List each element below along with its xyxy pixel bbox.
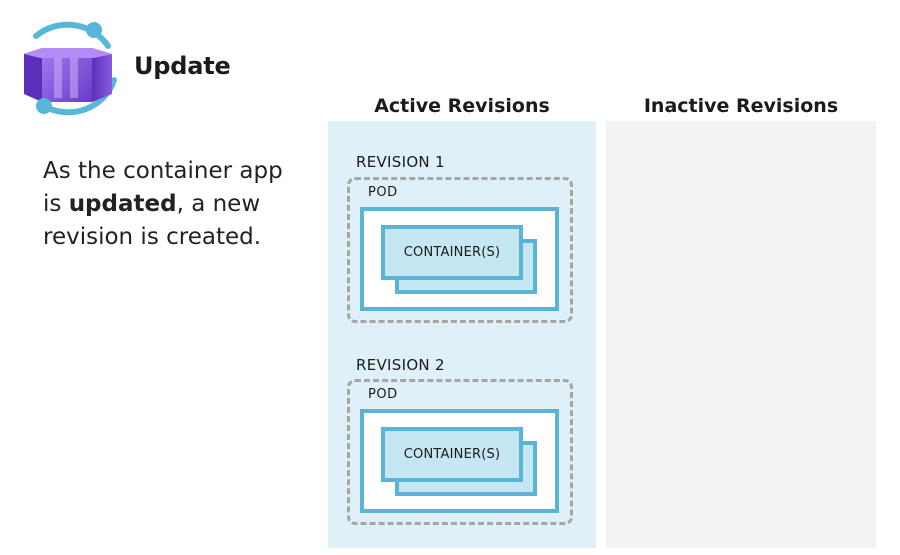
pod-inner-box: CONTAINER(S) [360, 207, 559, 311]
revision-2-pod: POD CONTAINER(S) [347, 379, 573, 525]
container-box: CONTAINER(S) [381, 427, 523, 482]
pod-inner-box: CONTAINER(S) [360, 409, 559, 513]
container-box: CONTAINER(S) [381, 225, 523, 280]
inactive-revisions-panel [606, 121, 876, 548]
page-title: Update [134, 52, 231, 80]
description-suffix: , a new revision is created. [43, 191, 262, 250]
revision-1-label: REVISION 1 [356, 153, 445, 171]
container-apps-logo-icon [24, 21, 117, 116]
inactive-revisions-header: Inactive Revisions [643, 95, 839, 117]
active-revisions-panel: REVISION 1 POD CONTAINER(S) REVISION 2 P… [328, 121, 596, 548]
revision-1-pod: POD CONTAINER(S) [347, 177, 573, 323]
pod-label: POD [368, 387, 398, 402]
description-text: As the container app is updated, a new r… [43, 155, 283, 254]
pod-label: POD [368, 185, 398, 200]
description-prefix: As the container app is [43, 158, 283, 217]
active-revisions-header: Active Revisions [374, 95, 550, 117]
description-bold: updated [68, 191, 177, 217]
revision-2-label: REVISION 2 [356, 356, 445, 374]
